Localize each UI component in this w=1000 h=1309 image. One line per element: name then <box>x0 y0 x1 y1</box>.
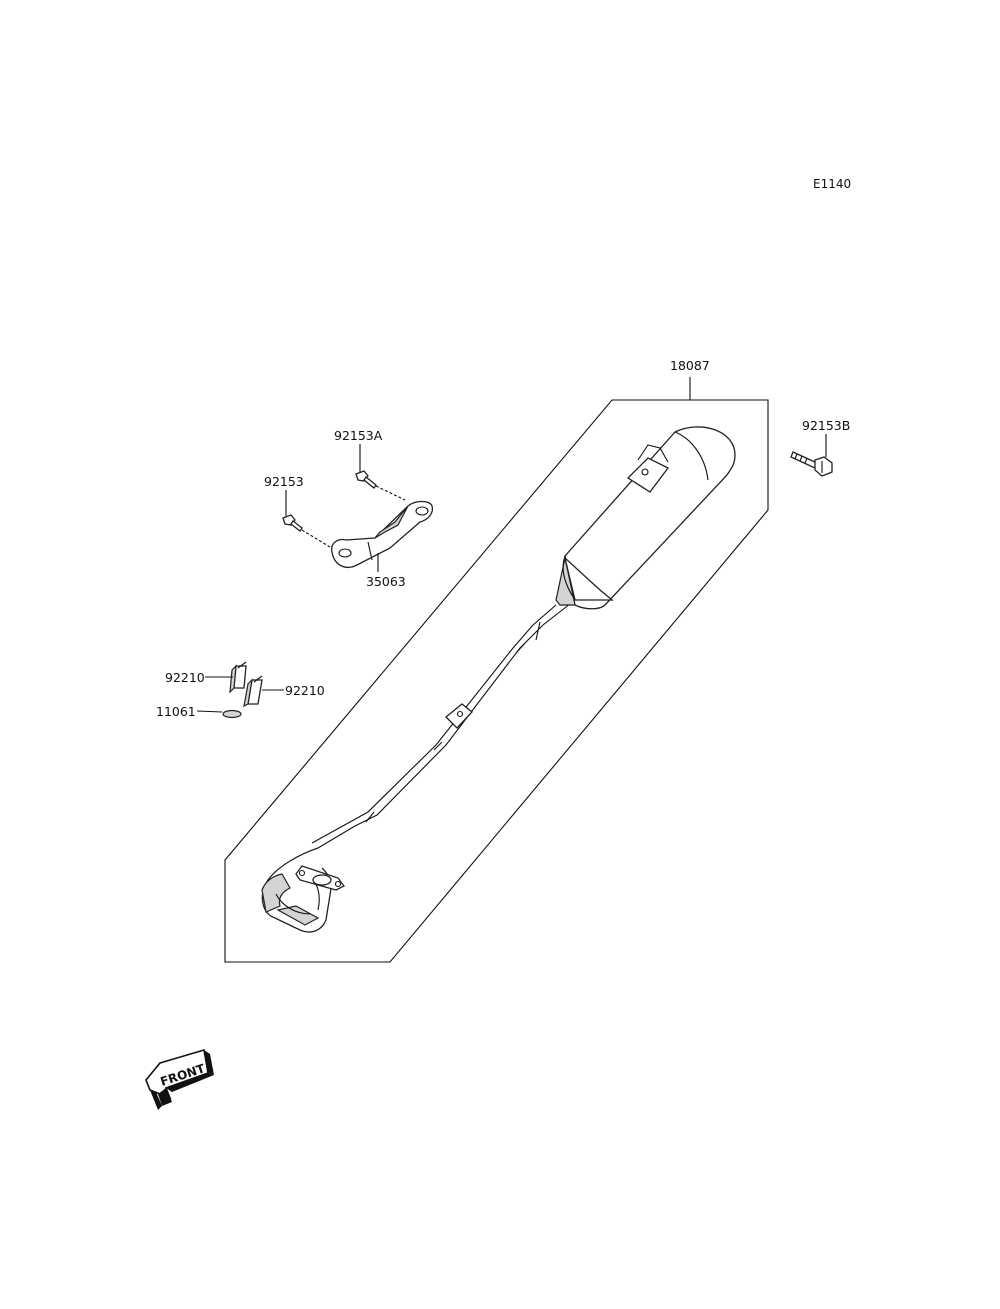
part-label-92153[interactable]: 92153 <box>264 474 304 489</box>
front-direction-arrow: FRONT <box>145 1048 214 1110</box>
bolt-92153[interactable] <box>282 514 331 548</box>
part-label-92153b[interactable]: 92153B <box>802 418 850 433</box>
bolt-92153a[interactable] <box>355 470 406 501</box>
part-label-92210-b[interactable]: 92210 <box>285 683 325 698</box>
diagram-ref-code: E1140 <box>813 177 851 191</box>
part-label-35063[interactable]: 35063 <box>366 574 406 589</box>
bolt-92153b[interactable] <box>790 451 833 477</box>
part-label-92153a[interactable]: 92153A <box>334 428 383 443</box>
part-label-11061[interactable]: 11061 <box>156 704 196 719</box>
part-label-92210-a[interactable]: 92210 <box>165 670 205 685</box>
muffler-assembly[interactable] <box>261 426 736 933</box>
part-label-18087[interactable]: 18087 <box>670 358 710 373</box>
clip-92210-b[interactable] <box>243 675 263 708</box>
bracket-35063[interactable] <box>331 500 434 568</box>
pin-11061[interactable] <box>222 709 242 719</box>
clip-92210-a[interactable] <box>229 661 247 694</box>
assembly-frame <box>224 399 769 963</box>
